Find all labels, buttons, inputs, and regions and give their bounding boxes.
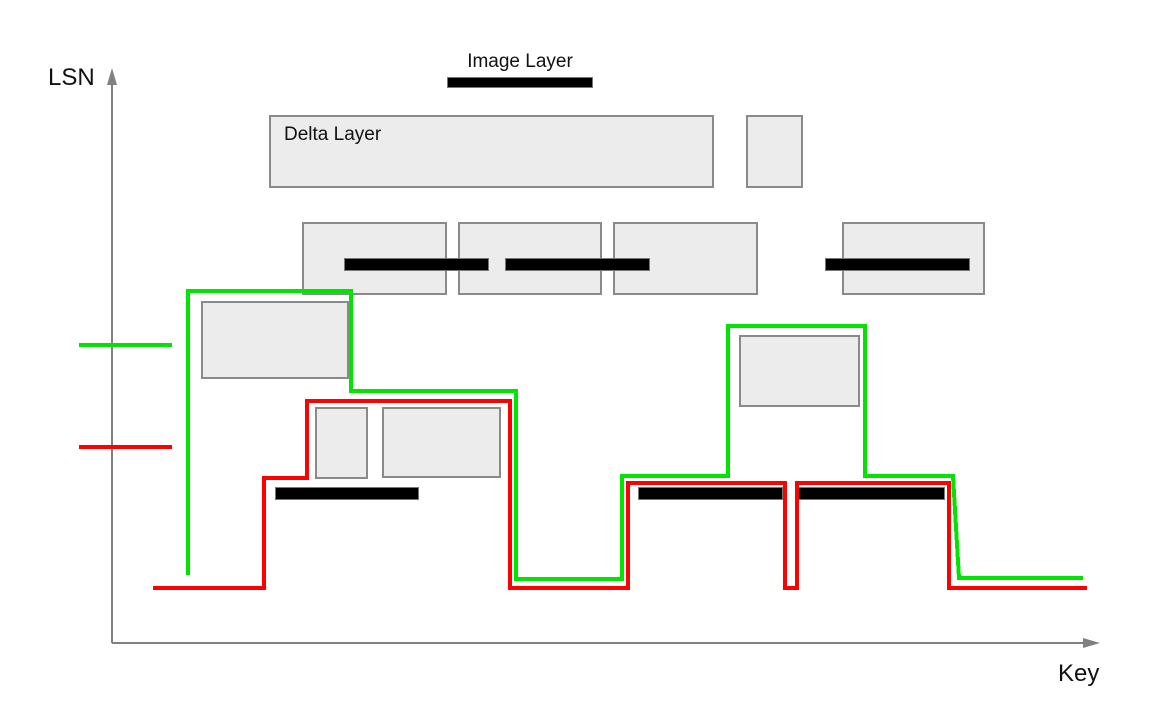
delta-layer-rect: [201, 301, 349, 379]
delta-layer-rect: [746, 115, 803, 188]
key-axis-label: Key: [1058, 660, 1100, 687]
image-layer-bar: [344, 258, 489, 271]
delta-layer-rect: [315, 407, 368, 479]
delta-layer-label: Delta Layer: [284, 124, 382, 145]
image-layer-bar: [798, 487, 945, 500]
image-layer-bar: [505, 258, 650, 271]
delta-layer-rect: Delta Layer: [269, 115, 714, 188]
image-layer-legend-bar: [447, 77, 593, 88]
image-layer-heading: Image Layer: [467, 51, 573, 72]
image-layer-bar: [275, 487, 419, 500]
delta-layer-rect: [739, 335, 860, 407]
delta-layer-rect: [382, 407, 501, 478]
image-layer-bar: [825, 258, 970, 271]
lsn-axis-label: LSN: [48, 64, 95, 91]
image-layer-bar: [638, 487, 783, 500]
